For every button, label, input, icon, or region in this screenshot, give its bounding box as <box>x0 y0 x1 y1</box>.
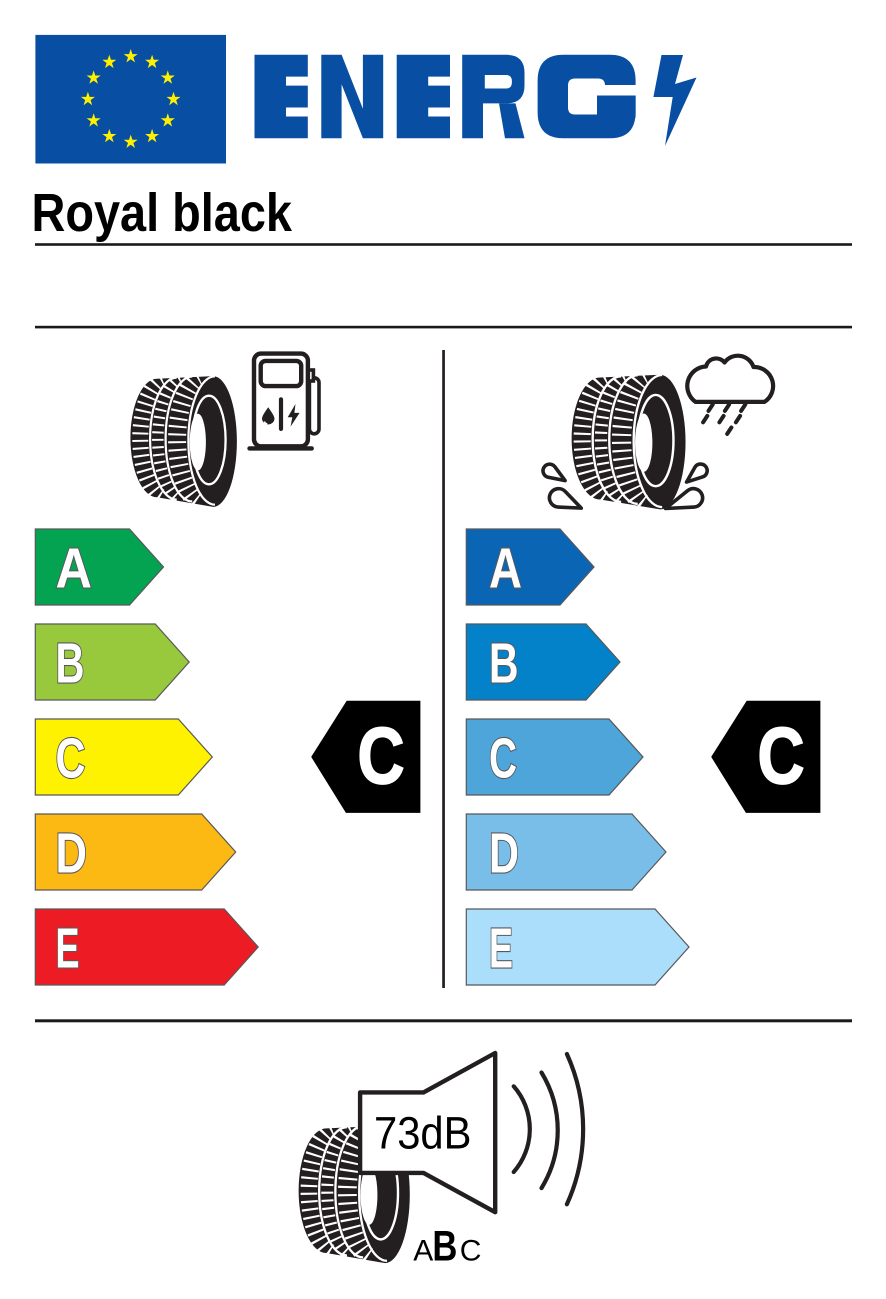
svg-text:B: B <box>432 1223 457 1271</box>
svg-text:B: B <box>489 632 519 695</box>
svg-text:A: A <box>413 1235 433 1268</box>
svg-text:E: E <box>489 917 513 980</box>
svg-text:73dB: 73dB <box>374 1108 472 1159</box>
svg-text:Royal black: Royal black <box>32 183 293 243</box>
svg-text:E: E <box>56 917 80 980</box>
svg-text:C: C <box>460 1235 482 1268</box>
svg-text:C: C <box>358 711 405 800</box>
svg-text:A: A <box>489 537 522 600</box>
svg-text:C: C <box>489 727 517 790</box>
svg-text:D: D <box>489 822 519 885</box>
svg-text:A: A <box>56 537 93 600</box>
svg-text:D: D <box>56 822 88 885</box>
svg-text:C: C <box>758 711 805 800</box>
svg-text:C: C <box>56 727 86 790</box>
svg-text:B: B <box>56 632 85 695</box>
